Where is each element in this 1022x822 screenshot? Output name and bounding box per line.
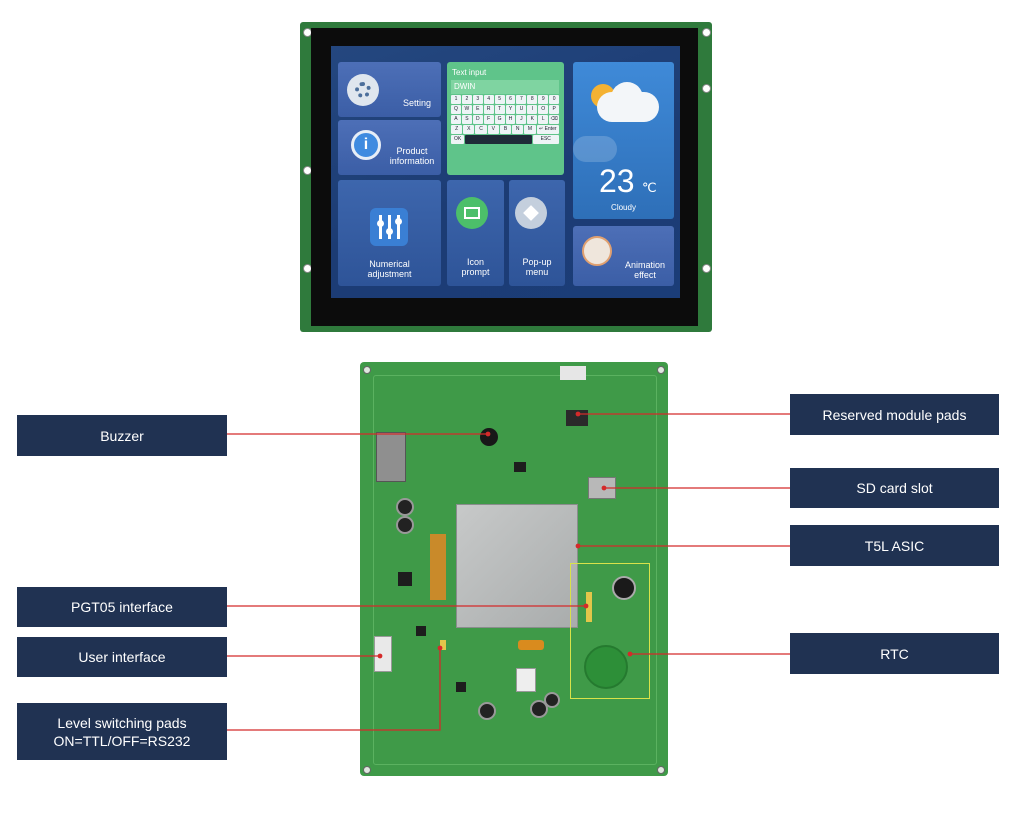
keyboard-key[interactable]: X — [463, 125, 475, 134]
keyboard-key[interactable]: O — [538, 105, 549, 114]
keyboard-key[interactable]: G — [494, 115, 505, 124]
icon-prompt-label: Icon prompt — [461, 257, 490, 277]
keyboard-key[interactable]: R — [483, 105, 494, 114]
setting-label: Setting — [402, 98, 432, 108]
keyboard-key[interactable]: T — [494, 105, 505, 114]
keyboard-key[interactable]: Q — [451, 105, 461, 114]
text-input-field[interactable]: DWIN — [451, 80, 559, 94]
keyboard-key[interactable]: H — [505, 115, 516, 124]
keyboard-key[interactable]: S — [461, 115, 472, 124]
keyboard-key[interactable]: Y — [505, 105, 516, 114]
mount-hole — [702, 84, 711, 93]
keyboard-key[interactable]: ↵ Enter — [536, 125, 559, 134]
coin-battery — [584, 645, 628, 689]
keyboard-key[interactable]: 2 — [461, 95, 472, 104]
keyboard-key[interactable]: 5 — [494, 95, 505, 104]
numerical-adjustment-label: Numerical adjustment — [367, 259, 412, 279]
keyboard-key[interactable]: U — [516, 105, 527, 114]
keyboard-key[interactable]: ESC — [532, 135, 559, 144]
weather-label: Cloudy — [611, 203, 636, 212]
keyboard-key[interactable]: A — [451, 115, 461, 124]
keyboard-key[interactable]: D — [472, 115, 483, 124]
keyboard-key[interactable]: W — [461, 105, 472, 114]
keyboard-key[interactable]: V — [487, 125, 499, 134]
keyboard-key[interactable]: ⌫ — [549, 115, 560, 124]
pcb-outline — [373, 375, 657, 765]
popup-menu-tile: Pop-up menu — [509, 180, 565, 286]
pgt05-callout: PGT05 interface — [17, 587, 227, 627]
mount-hole — [702, 28, 711, 37]
keyboard-key[interactable]: 3 — [472, 95, 483, 104]
antenna-pattern — [560, 366, 586, 380]
rtc-area — [570, 563, 650, 699]
popup-menu-label: Pop-up menu — [522, 257, 552, 277]
keyboard-key[interactable]: E — [472, 105, 483, 114]
keyboard-key[interactable]: 0 — [549, 95, 560, 104]
level-switching-pads — [440, 640, 446, 650]
pgt05-header — [586, 592, 592, 622]
animation-effect-label: Animation effect — [624, 260, 666, 280]
keyboard-key[interactable]: I — [527, 105, 538, 114]
keyboard-key[interactable]: 1 — [451, 95, 461, 104]
level-switching-line — [227, 648, 441, 731]
keyboard-key[interactable]: 6 — [505, 95, 516, 104]
keyboard-key[interactable]: B — [499, 125, 512, 134]
keyboard-key[interactable]: 8 — [527, 95, 538, 104]
buzzer-component — [480, 428, 498, 446]
t5l-asic-callout: T5L ASIC — [790, 525, 999, 566]
keyboard-key[interactable]: OK — [451, 135, 465, 144]
lcd-screen: Setting i Product information Text input… — [331, 46, 680, 298]
keyboard-key[interactable]: Z — [451, 125, 463, 134]
fpc-connector — [376, 432, 406, 482]
numerical-adjustment-tile: Numerical adjustment — [338, 180, 441, 286]
weather-tile: 23 ℃ Cloudy — [573, 62, 674, 219]
text-input-title: Text input — [452, 68, 487, 77]
hand-touch-icon — [582, 236, 612, 266]
keyboard-key[interactable]: N — [512, 125, 524, 134]
keyboard-key[interactable]: F — [483, 115, 494, 124]
setting-tile: Setting — [338, 62, 441, 117]
keyboard-key[interactable]: C — [475, 125, 487, 134]
keyboard-key[interactable]: L — [538, 115, 549, 124]
sliders-icon — [370, 208, 408, 246]
keyboard-row: OK ESC — [451, 135, 559, 144]
product-information-tile: i Product information — [338, 120, 441, 175]
rtc-crystal — [612, 576, 636, 600]
icon-prompt-tile: Icon prompt — [447, 180, 504, 286]
reserved-module-callout: Reserved module pads — [790, 394, 999, 435]
gear-icon — [347, 74, 379, 106]
sd-card-callout: SD card slot — [790, 468, 999, 508]
keyboard-key[interactable]: P — [549, 105, 560, 114]
keyboard-key[interactable]: J — [516, 115, 527, 124]
layers-icon — [515, 197, 547, 229]
rtc-callout: RTC — [790, 633, 999, 674]
keyboard-key[interactable]: 9 — [538, 95, 549, 104]
keyboard-key[interactable]: M — [524, 125, 536, 134]
user-interface-callout: User interface — [17, 637, 227, 677]
keyboard-key[interactable]: 7 — [516, 95, 527, 104]
window-icon — [456, 197, 488, 229]
mount-hole — [702, 264, 711, 273]
temperature-value: 23 — [599, 163, 635, 199]
buzzer-callout: Buzzer — [17, 415, 227, 456]
product-information-label: Product information — [389, 146, 435, 166]
keyboard-key[interactable]: 4 — [483, 95, 494, 104]
keyboard-key[interactable]: K — [527, 115, 538, 124]
user-interface-connector — [374, 636, 392, 672]
t5l-asic-shield — [456, 504, 578, 628]
animation-effect-tile: Animation effect — [573, 226, 674, 286]
fpc-connector-2 — [430, 534, 446, 600]
info-icon: i — [351, 130, 381, 160]
level-switching-callout: Level switching pads ON=TTL/OFF=RS232 — [17, 703, 227, 760]
temperature-unit: ℃ — [642, 180, 657, 195]
keyboard-key[interactable] — [465, 135, 532, 144]
